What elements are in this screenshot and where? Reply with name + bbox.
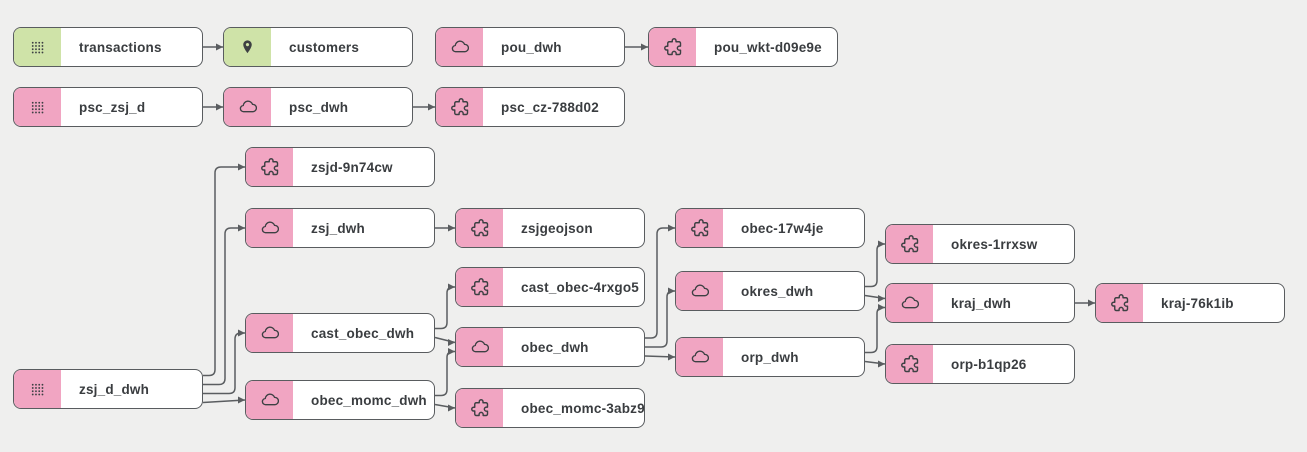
- cloud-icon: [246, 314, 293, 352]
- puzzle-icon: [456, 268, 503, 306]
- edge-obec_momc_dwh-obec_dwh: [435, 348, 455, 397]
- node-label: psc_dwh: [289, 99, 349, 115]
- node-label: zsjgeojson: [521, 220, 593, 236]
- node-psc_zsj_d[interactable]: psc_zsj_d: [13, 87, 203, 127]
- edge-zsj_d_dwh-obec_momc_dwh: [202, 396, 246, 404]
- edge-transactions-customers: [203, 43, 223, 51]
- node-kraj-76k1ib[interactable]: kraj-76k1ib: [1095, 283, 1285, 323]
- node-label: kraj-76k1ib: [1161, 295, 1234, 311]
- edge-zsj_d_dwh-cast_obec_dwh: [203, 329, 245, 395]
- edge-obec_dwh-okres_dwh: [645, 287, 675, 348]
- node-psc_dwh[interactable]: psc_dwh: [223, 87, 413, 127]
- puzzle-icon: [436, 88, 483, 126]
- node-label: obec_dwh: [521, 339, 589, 355]
- edge-zsj_d_dwh-zsjd-9n74cw: [203, 163, 245, 377]
- node-label: obec_momc-3abz9t: [521, 400, 645, 416]
- node-orp-b1qp26[interactable]: orp-b1qp26: [885, 344, 1075, 384]
- cloud-icon: [246, 381, 293, 419]
- node-label: okres-1rrxsw: [951, 236, 1038, 252]
- edge-cast_obec_dwh-cast_obec-4rxgo5: [435, 283, 455, 330]
- node-label: customers: [289, 39, 360, 55]
- node-label: transactions: [79, 39, 162, 55]
- node-label: zsj_dwh: [311, 220, 365, 236]
- cloud-icon: [456, 328, 503, 366]
- cloud-icon: [246, 209, 293, 247]
- edge-psc_dwh-psc_cz-788d02: [413, 103, 435, 111]
- node-zsjgeojson[interactable]: zsjgeojson: [455, 208, 645, 248]
- node-obec_momc_dwh[interactable]: obec_momc_dwh: [245, 380, 435, 420]
- node-label: obec_momc_dwh: [311, 392, 427, 408]
- edge-pou_dwh-pou_wkt-d09e9e: [625, 43, 648, 51]
- edge-cast_obec_dwh-obec_dwh: [434, 336, 456, 346]
- node-transactions[interactable]: transactions: [13, 27, 203, 67]
- node-obec_momc-3abz9t[interactable]: obec_momc-3abz9t: [455, 388, 645, 428]
- puzzle-icon: [886, 345, 933, 383]
- node-pou_dwh[interactable]: pou_dwh: [435, 27, 625, 67]
- node-label: orp-b1qp26: [951, 356, 1027, 372]
- table-grid-icon: [14, 370, 61, 408]
- node-psc_cz-788d02[interactable]: psc_cz-788d02: [435, 87, 625, 127]
- cloud-icon: [676, 272, 723, 310]
- cloud-icon: [886, 284, 933, 322]
- node-orp_dwh[interactable]: orp_dwh: [675, 337, 865, 377]
- node-zsjd-9n74cw[interactable]: zsjd-9n74cw: [245, 147, 435, 187]
- node-zsj_d_dwh[interactable]: zsj_d_dwh: [13, 369, 203, 409]
- node-okres-1rrxsw[interactable]: okres-1rrxsw: [885, 224, 1075, 264]
- node-customers[interactable]: customers: [223, 27, 413, 67]
- edge-kraj_dwh-kraj-76k1ib: [1075, 299, 1095, 307]
- puzzle-icon: [649, 28, 696, 66]
- edge-zsj_d_dwh-zsj_dwh: [203, 224, 245, 386]
- puzzle-icon: [676, 209, 723, 247]
- puzzle-icon: [456, 209, 503, 247]
- node-obec-17w4je[interactable]: obec-17w4je: [675, 208, 865, 248]
- node-label: pou_dwh: [501, 39, 562, 55]
- edge-okres_dwh-okres-1rrxsw: [865, 240, 885, 288]
- cloud-icon: [676, 338, 723, 376]
- puzzle-icon: [1096, 284, 1143, 322]
- node-label: zsjd-9n74cw: [311, 159, 393, 175]
- node-label: zsj_d_dwh: [79, 381, 150, 397]
- location-pin-icon: [224, 28, 271, 66]
- node-label: orp_dwh: [741, 349, 799, 365]
- puzzle-icon: [246, 148, 293, 186]
- table-grid-icon: [14, 88, 61, 126]
- node-pou_wkt-d09e9e[interactable]: pou_wkt-d09e9e: [648, 27, 838, 67]
- puzzle-icon: [886, 225, 933, 263]
- cloud-icon: [436, 28, 483, 66]
- node-label: okres_dwh: [741, 283, 814, 299]
- edge-obec_momc_dwh-obec_momc-3abz9t: [434, 403, 456, 412]
- edge-zsj_dwh-zsjgeojson: [435, 224, 455, 232]
- edge-psc_zsj_d-psc_dwh: [203, 103, 223, 111]
- puzzle-icon: [456, 389, 503, 427]
- node-obec_dwh[interactable]: obec_dwh: [455, 327, 645, 367]
- edge-okres_dwh-kraj_dwh: [864, 294, 886, 302]
- node-cast_obec_dwh[interactable]: cast_obec_dwh: [245, 313, 435, 353]
- node-kraj_dwh[interactable]: kraj_dwh: [885, 283, 1075, 323]
- edge-obec_dwh-obec-17w4je: [645, 224, 675, 339]
- table-grid-icon: [14, 28, 61, 66]
- node-label: cast_obec-4rxgo5: [521, 279, 640, 295]
- node-label: psc_cz-788d02: [501, 99, 599, 115]
- node-label: obec-17w4je: [741, 220, 824, 236]
- node-label: psc_zsj_d: [79, 99, 146, 115]
- cloud-icon: [224, 88, 271, 126]
- node-okres_dwh[interactable]: okres_dwh: [675, 271, 865, 311]
- node-label: pou_wkt-d09e9e: [714, 39, 822, 55]
- edge-orp_dwh-orp-b1qp26: [864, 360, 886, 368]
- node-zsj_dwh[interactable]: zsj_dwh: [245, 208, 435, 248]
- edge-obec_dwh-orp_dwh: [644, 353, 676, 361]
- node-label: kraj_dwh: [951, 295, 1012, 311]
- node-label: cast_obec_dwh: [311, 325, 415, 341]
- edge-orp_dwh-kraj_dwh: [865, 304, 885, 354]
- node-cast_obec-4rxgo5[interactable]: cast_obec-4rxgo5: [455, 267, 645, 307]
